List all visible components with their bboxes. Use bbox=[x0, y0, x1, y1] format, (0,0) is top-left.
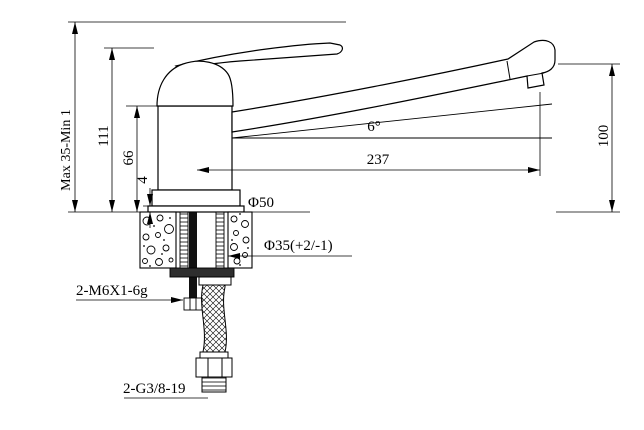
dimension-labels: Max 35-Min 1 111 66 4 100 237 6° Φ50 Φ35… bbox=[59, 109, 612, 397]
faucet-outline bbox=[147, 39, 556, 213]
base-flange bbox=[151, 189, 241, 207]
shank-wall-right bbox=[215, 211, 225, 269]
label-stud-thread: 2-M6X1-6g bbox=[76, 283, 148, 299]
dim-base-diameter-label: Φ50 bbox=[248, 195, 274, 211]
dimension-lines bbox=[72, 22, 615, 399]
spout-nozzle-line bbox=[526, 72, 545, 77]
hose-collar bbox=[199, 351, 229, 359]
mounting-stud bbox=[189, 212, 197, 298]
mounting-hardware bbox=[169, 211, 235, 311]
dim-deck-range-label: Max 35-Min 1 bbox=[59, 109, 74, 191]
stud-nut bbox=[183, 297, 203, 311]
dim-hole-diameter-label: Φ35(+2/-1) bbox=[264, 238, 333, 254]
base-plate bbox=[147, 205, 245, 213]
dim-reach-label: 237 bbox=[367, 152, 390, 168]
hose-end-fitting bbox=[201, 376, 227, 393]
countertop-pebbles bbox=[142, 214, 250, 266]
angle-reference-lines bbox=[231, 103, 553, 139]
hose-braid bbox=[201, 284, 227, 353]
supply-hose bbox=[195, 276, 233, 393]
spout-head-joint bbox=[506, 60, 511, 80]
hose-nut bbox=[195, 357, 233, 378]
mounting-plate bbox=[169, 267, 235, 278]
dim-spout-angle-label: 6° bbox=[367, 119, 381, 135]
hose-connector bbox=[198, 276, 232, 286]
countertop-stipple bbox=[143, 213, 249, 267]
label-hose-thread: 2-G3/8-19 bbox=[123, 381, 186, 397]
extension-lines bbox=[68, 21, 620, 213]
faucet-spout bbox=[231, 39, 556, 133]
dim-outlet-height-label: 100 bbox=[596, 125, 612, 148]
dim-base-height-label: 4 bbox=[135, 176, 151, 184]
dim-total-height-label: 111 bbox=[96, 125, 112, 146]
faucet-body bbox=[157, 105, 233, 191]
handle-dome bbox=[156, 60, 234, 107]
angle-inclined-leg bbox=[231, 103, 553, 139]
shank-wall-left bbox=[179, 211, 189, 269]
dim-body-height-label: 66 bbox=[121, 150, 137, 166]
